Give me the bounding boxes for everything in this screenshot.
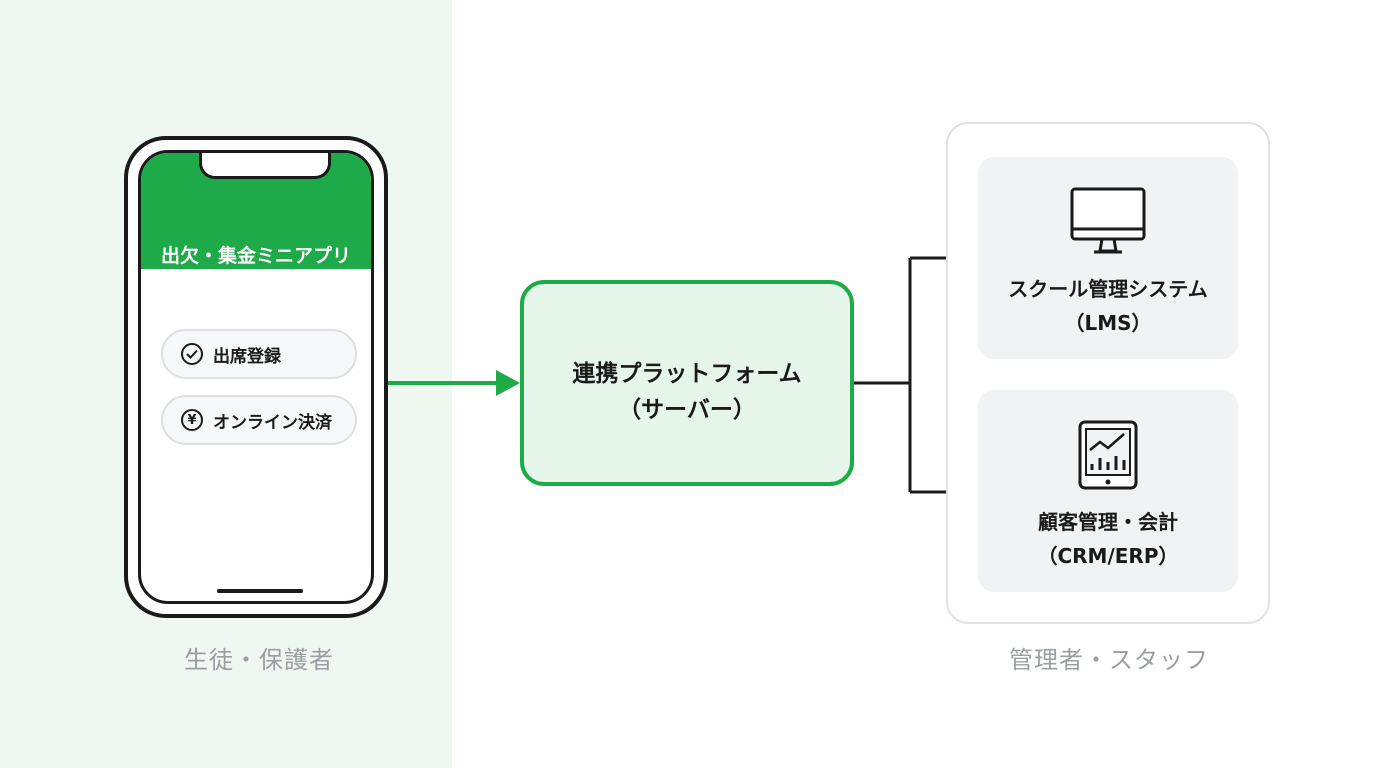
phone-to-platform-arrow — [382, 370, 520, 396]
lms-subtitle: （LMS） — [1064, 311, 1152, 335]
check-circle-icon — [181, 343, 203, 365]
lms-title: スクール管理システム — [1008, 277, 1208, 301]
crm-erp-card: 顧客管理・会計 （CRM/ERP） — [978, 390, 1238, 592]
crm-erp-subtitle: （CRM/ERP） — [1037, 544, 1179, 568]
desktop-monitor-icon — [1070, 187, 1146, 254]
online-payment-button[interactable]: ¥ オンライン決済 — [161, 395, 357, 445]
app-title: 出欠・集金ミニアプリ — [160, 245, 351, 267]
phone-notch — [199, 153, 331, 179]
user-side-caption: 生徒・保護者 — [184, 646, 334, 674]
lms-card: スクール管理システム （LMS） — [978, 157, 1238, 359]
yen-circle-icon: ¥ — [181, 409, 203, 431]
crm-erp-title: 顧客管理・会計 — [1038, 510, 1178, 534]
online-payment-button-label: オンライン決済 — [213, 412, 332, 433]
tablet-chart-icon — [1078, 420, 1138, 490]
attendance-button-label: 出席登録 — [213, 346, 281, 367]
admin-side-caption: 管理者・スタッフ — [1009, 646, 1209, 674]
attendance-button[interactable]: 出席登録 — [161, 329, 357, 379]
platform-title: 連携プラットフォーム — [572, 361, 802, 387]
phone-screen: 出欠・集金ミニアプリ 出席登録 ¥ オンライン決済 — [138, 150, 374, 604]
platform-subtitle: （サーバー） — [618, 397, 756, 423]
smartphone: 出欠・集金ミニアプリ 出席登録 ¥ オンライン決済 — [124, 136, 388, 618]
home-indicator — [217, 589, 303, 593]
integration-platform-box: 連携プラットフォーム （サーバー） — [520, 280, 854, 486]
